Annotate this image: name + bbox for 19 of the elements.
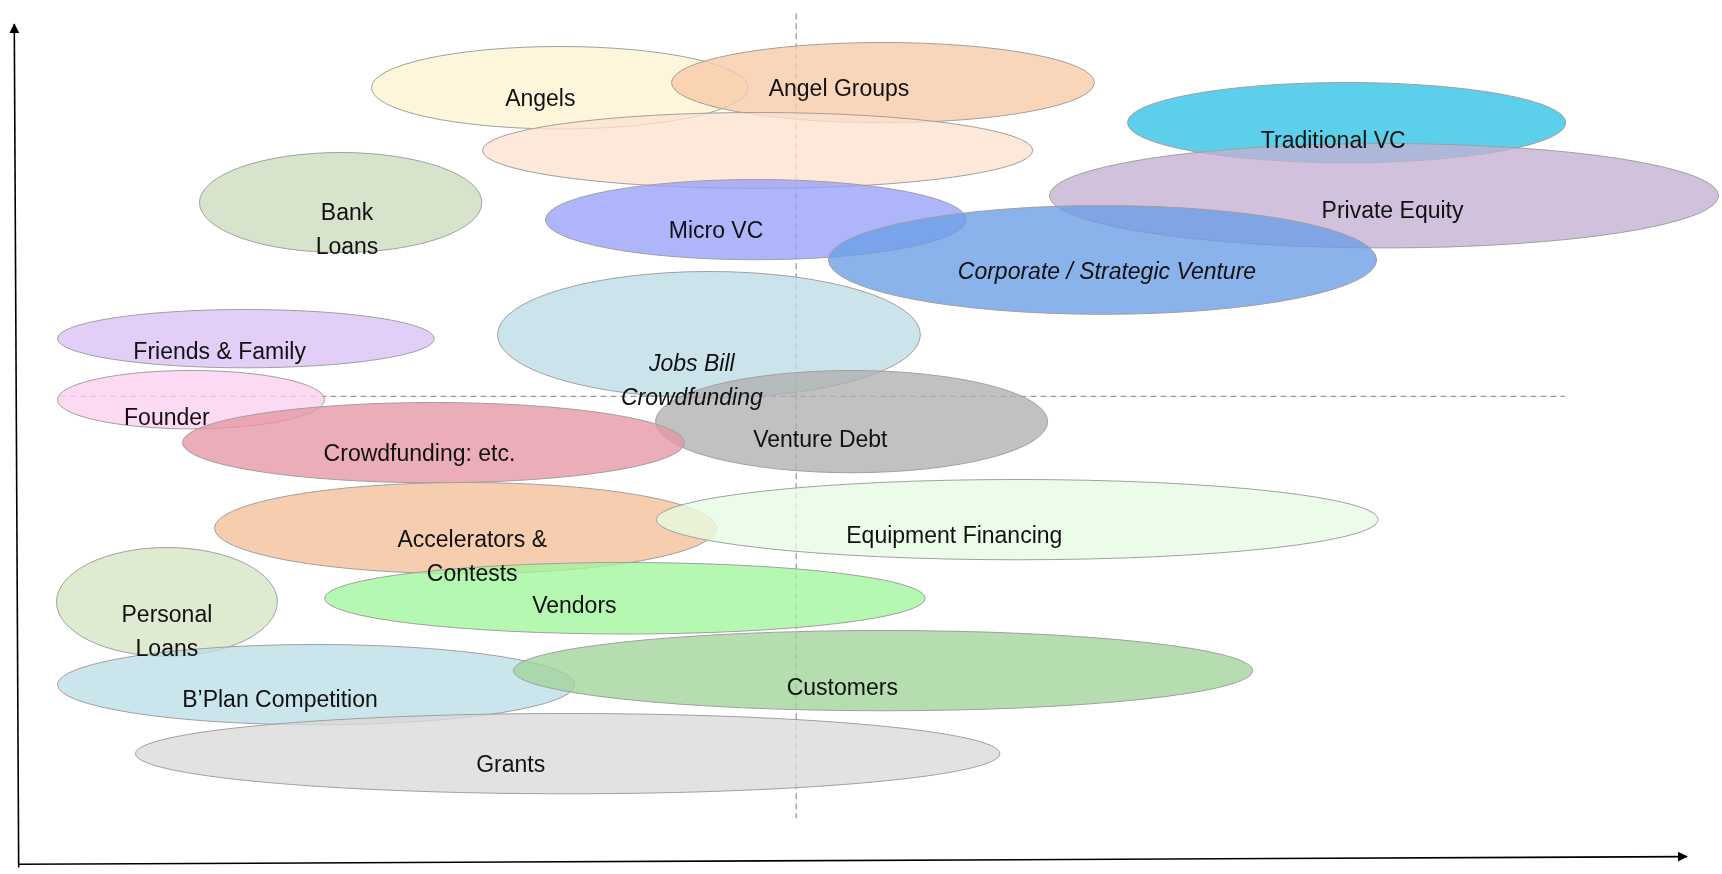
category-label: Crowdfunding: etc. (322, 438, 517, 468)
category-label: Corporate / Strategic Venture (956, 256, 1258, 286)
category-label: Equipment Financing (845, 521, 1064, 551)
category-label: Angels (504, 84, 577, 114)
category-label: Personal Loans (120, 600, 214, 664)
category-label: Venture Debt (752, 424, 889, 454)
category-label: Vendors (531, 590, 618, 620)
category-label: Friends & Family (132, 336, 307, 366)
category-label: Private Equity (1320, 196, 1465, 226)
category-label: Founder (123, 402, 211, 432)
category-label: Micro VC (667, 216, 765, 246)
category-label: Grants (475, 749, 547, 779)
category-label: Customers (785, 672, 899, 702)
category-label: Traditional VC (1259, 126, 1407, 155)
category-label: Accelerators & Contests (396, 524, 548, 588)
category-label: B’Plan Competition (181, 685, 379, 714)
category-label: Bank Loans (314, 198, 380, 262)
category-label: Jobs Bill Crowdfunding (619, 348, 764, 412)
category-label: Angel Groups (767, 74, 911, 104)
